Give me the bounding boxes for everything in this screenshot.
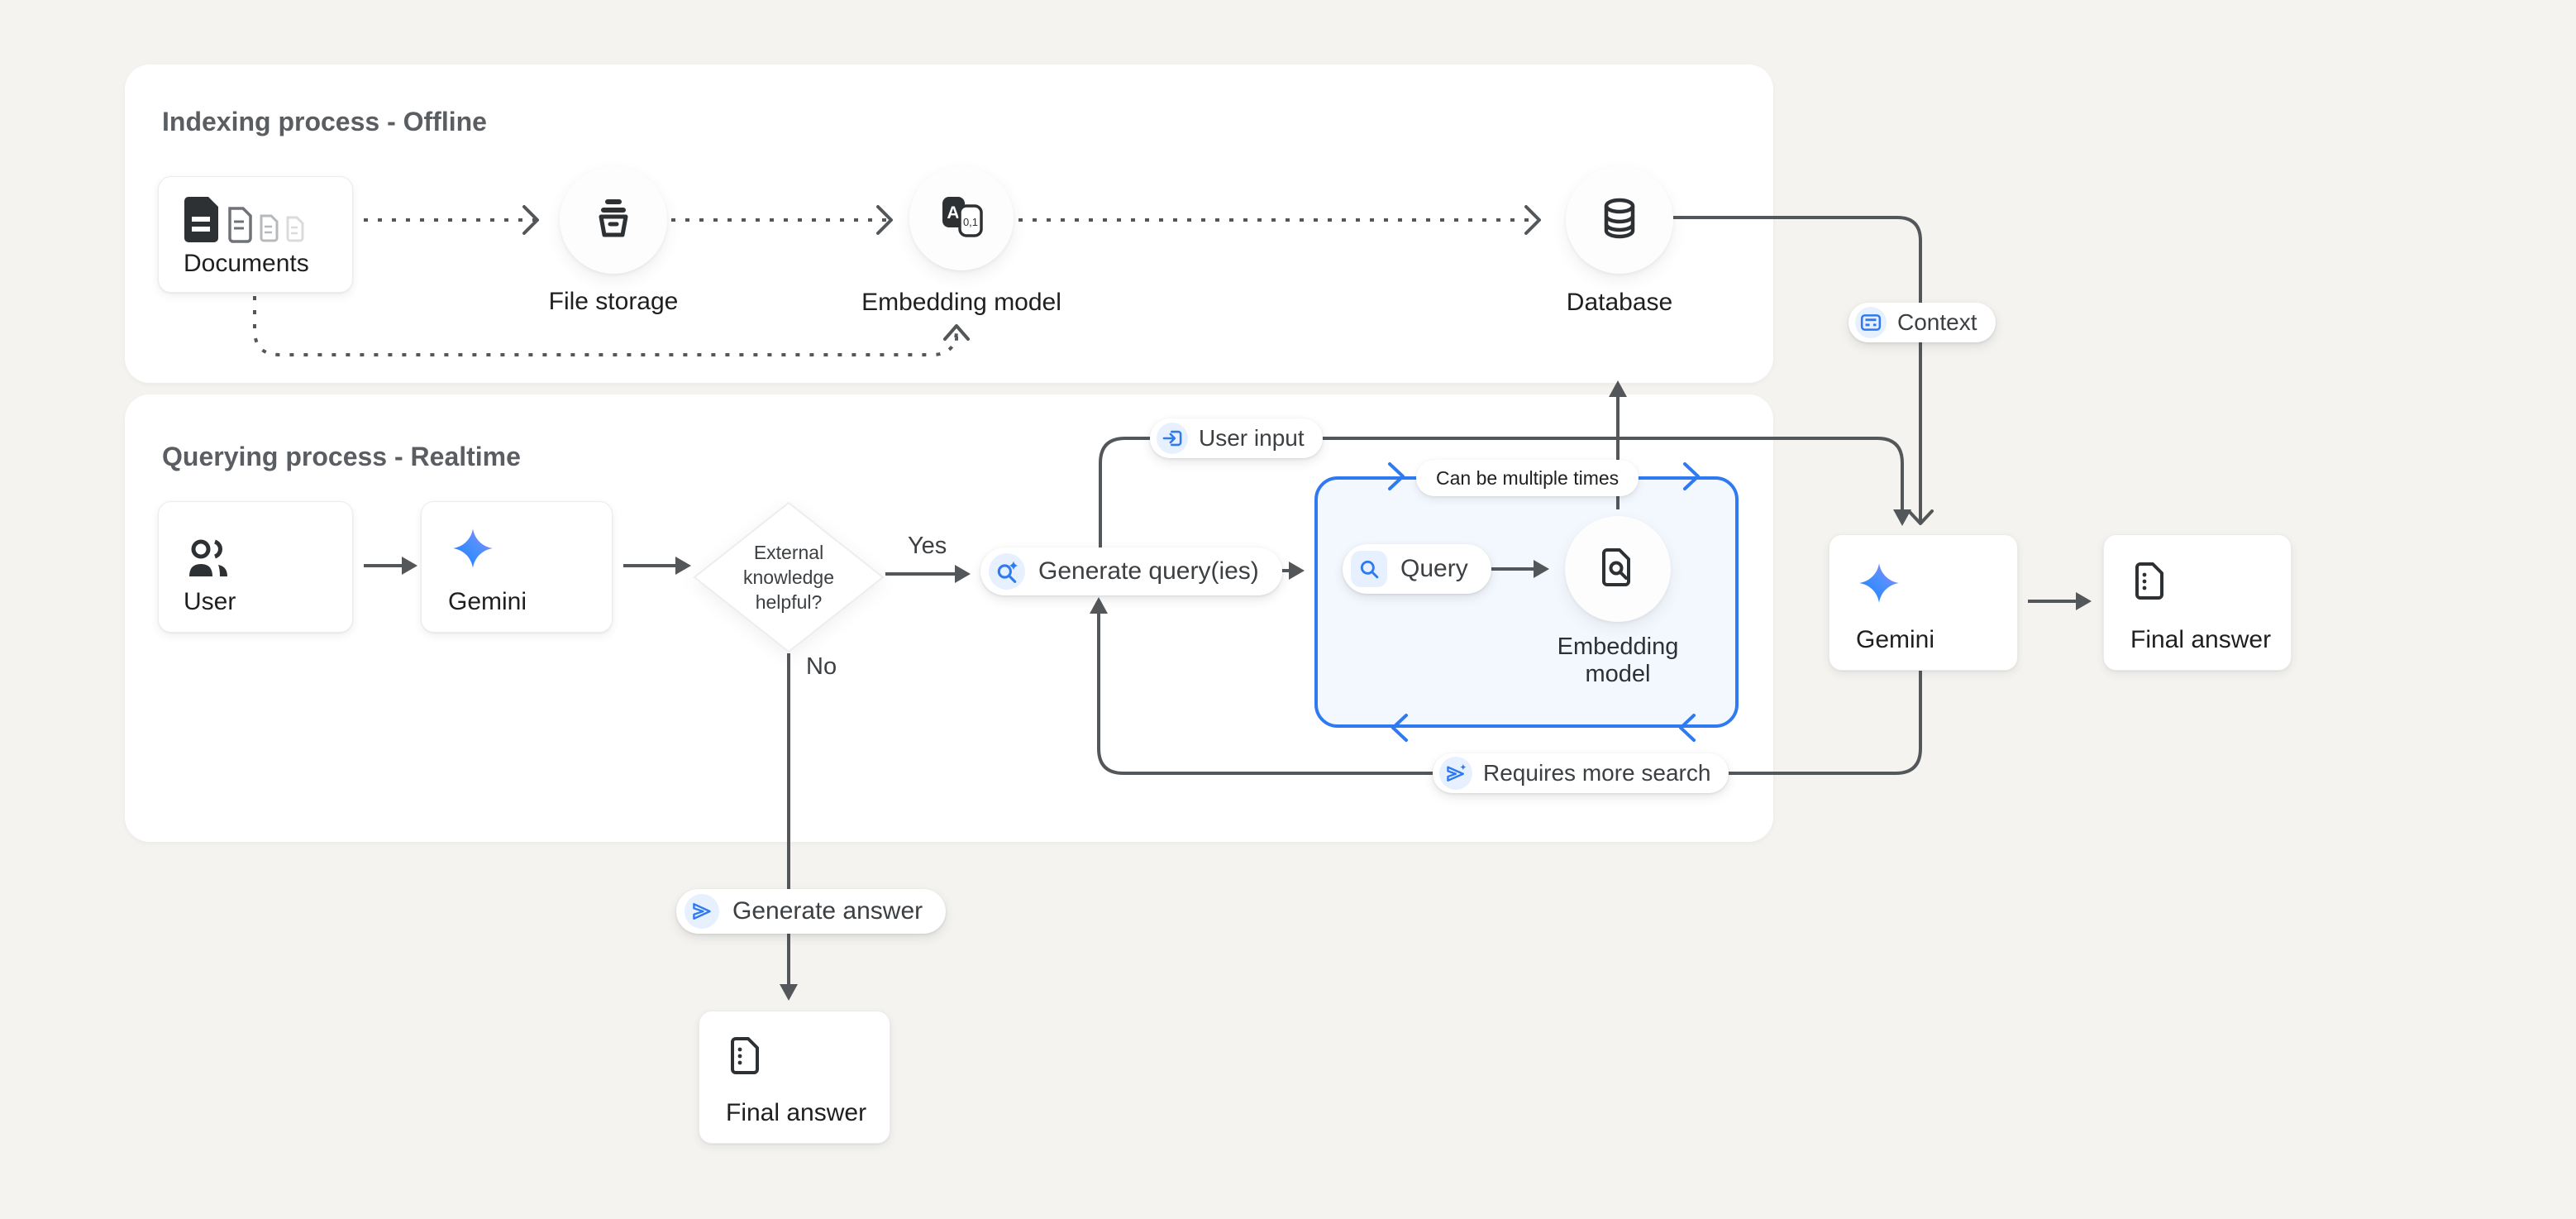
query-embedding-label-line1: Embedding	[1557, 633, 1679, 660]
gemini-star-icon-right	[1858, 562, 1901, 609]
user-icon	[184, 538, 235, 586]
decision-line1: External	[753, 542, 824, 563]
query-search-icon	[1351, 551, 1387, 587]
user-input-icon	[1157, 423, 1188, 454]
documents-label: Documents	[184, 250, 309, 277]
query-embedding-model-label: Embedding model	[1558, 633, 1679, 688]
file-search-icon	[1596, 546, 1639, 593]
decision-line2: knowledge	[743, 566, 834, 588]
gemini-node-right: Gemini	[1829, 534, 2018, 671]
can-be-multiple-times-badge: Can be multiple times	[1416, 460, 1639, 496]
embedding-model-node: A 0,1	[909, 166, 1014, 270]
send-spark-icon	[1439, 757, 1472, 790]
decision-diamond-text: External knowledge helpful?	[691, 500, 886, 655]
generate-answer-label: Generate answer	[732, 897, 923, 925]
solid-flow-lines	[364, 216, 2076, 984]
context-badge: Context	[1849, 303, 1996, 342]
no-label: No	[806, 653, 837, 680]
query-embedding-model-node	[1565, 516, 1671, 622]
indexing-title: Indexing process - Offline	[162, 107, 487, 136]
final-answer-doc-icon-right	[2130, 560, 2172, 605]
query-embedding-label-line2: model	[1585, 661, 1651, 687]
svg-text:A: A	[947, 203, 959, 222]
requires-more-search-badge: Requires more search	[1433, 753, 1729, 793]
querying-title: Querying process - Realtime	[162, 442, 521, 471]
requires-more-search-label: Requires more search	[1483, 760, 1711, 786]
can-be-multiple-times-label: Can be multiple times	[1436, 466, 1620, 489]
send-icon	[685, 894, 719, 929]
solid-arrowheads	[402, 380, 2092, 1001]
database-node	[1566, 166, 1673, 274]
final-answer-bottom-label: Final answer	[726, 1099, 867, 1126]
user-label: User	[184, 588, 236, 615]
context-arrowhead	[1907, 509, 1934, 525]
embedding-model-icon: A 0,1	[937, 193, 985, 245]
user-input-label: User input	[1199, 425, 1305, 451]
user-input-badge: User input	[1150, 418, 1323, 458]
context-icon	[1855, 307, 1887, 338]
documents-node: Documents	[158, 176, 353, 293]
decision-line3: helpful?	[755, 591, 823, 613]
loop-box-chevrons	[1388, 462, 1700, 742]
svg-text:0,1: 0,1	[963, 216, 978, 228]
multi-query-loop-box	[1314, 476, 1739, 728]
query-badge: Query	[1343, 544, 1491, 594]
generate-queries-badge: Generate query(ies)	[980, 547, 1282, 595]
generate-queries-label: Generate query(ies)	[1038, 557, 1259, 585]
final-answer-doc-icon-bottom	[726, 1035, 767, 1080]
gemini-label: Gemini	[448, 588, 527, 615]
gemini-star-icon	[451, 527, 494, 574]
file-storage-label: File storage	[548, 288, 679, 315]
generate-answer-badge: Generate answer	[676, 889, 947, 934]
context-label: Context	[1897, 309, 1977, 335]
file-storage-icon	[591, 196, 636, 245]
user-node: User	[158, 501, 353, 633]
embedding-model-label: Embedding model	[861, 289, 1061, 316]
gemini-node: Gemini	[421, 501, 613, 633]
documents-stack-icon	[182, 194, 316, 249]
file-storage-node	[560, 166, 667, 274]
final-answer-node-right: Final answer	[2103, 534, 2292, 671]
final-answer-right-label: Final answer	[2130, 626, 2272, 653]
gemini-right-label: Gemini	[1856, 626, 1935, 653]
database-label: Database	[1566, 289, 1673, 316]
generate-queries-icon	[989, 553, 1025, 590]
decision-diamond	[691, 500, 886, 655]
indexing-dashed-arrows	[253, 218, 1538, 356]
database-icon	[1598, 197, 1641, 244]
dashed-arrowheads	[522, 205, 1541, 341]
yes-label: Yes	[908, 533, 947, 559]
query-label: Query	[1400, 555, 1468, 582]
final-answer-node-bottom: Final answer	[699, 1011, 890, 1144]
